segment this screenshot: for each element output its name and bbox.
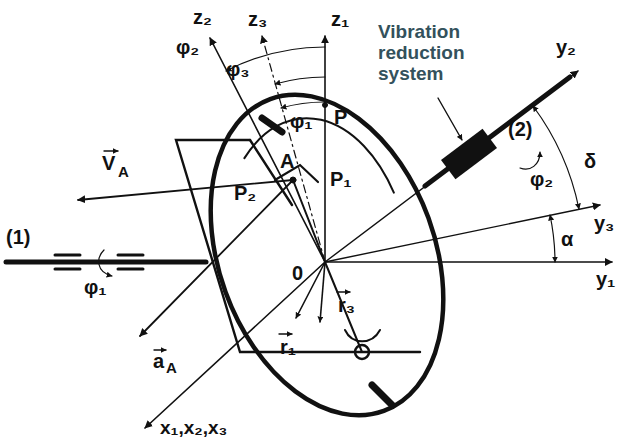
damper	[441, 129, 497, 179]
symbol-label: z₁	[331, 8, 349, 30]
symbol-label: φ₁	[290, 110, 313, 132]
symbol-label: 0	[292, 262, 303, 284]
fork-end	[345, 330, 380, 341]
symbol-label: P₁	[330, 168, 352, 190]
symbol-label: r₃	[338, 294, 355, 316]
ring-inner	[241, 110, 394, 208]
point	[323, 103, 328, 108]
symbol-label: z₂	[193, 6, 212, 28]
symbol-label: φ₂	[176, 36, 199, 58]
y3-axis	[325, 205, 600, 262]
trunnion	[372, 385, 392, 405]
trunnion	[262, 118, 282, 132]
symbol-label: y₃	[594, 212, 614, 234]
symbol-label: z₃	[248, 8, 267, 30]
cross-arm	[293, 180, 325, 262]
symbol-label: y₁	[596, 268, 615, 290]
rotation-arrow	[99, 250, 112, 276]
symbol-label: A	[280, 150, 294, 172]
bearing	[55, 254, 80, 257]
vector-bar	[104, 150, 118, 151]
symbol-label: φ₂	[530, 168, 553, 190]
symbol-label: P₂	[234, 182, 256, 204]
pin-joint	[355, 345, 369, 359]
leader-line	[438, 98, 462, 140]
symbol-label: V	[102, 152, 115, 174]
x-axis	[145, 262, 325, 428]
angle-arc	[550, 215, 555, 262]
vector-bar	[337, 291, 350, 292]
y1-axis	[325, 261, 612, 263]
z1-axis	[324, 36, 326, 262]
symbol-label: x₁,x₂,x₃	[160, 418, 227, 439]
cross-arm	[325, 262, 362, 352]
symbol-label: a	[153, 350, 164, 372]
radius-vector	[320, 262, 325, 322]
symbol-label: φ₃	[226, 58, 250, 80]
symbol-label: A	[118, 164, 129, 181]
angle-arc	[275, 77, 325, 84]
y2-axis	[325, 71, 578, 262]
z3-axis	[262, 36, 325, 262]
bearing	[118, 254, 143, 257]
angle-arc	[281, 102, 325, 108]
z2-axis	[210, 38, 325, 262]
symbol-label: y₂	[556, 36, 576, 58]
velocity-vector	[78, 180, 293, 200]
symbol-label: A	[166, 360, 177, 377]
acceleration-vector	[140, 180, 293, 336]
symbol-label: δ	[584, 150, 596, 172]
symbol-label: r₁	[280, 336, 296, 358]
callout-note: Vibration reduction system	[378, 22, 496, 85]
symbol-label: φ₁	[84, 276, 107, 298]
input-shaft	[6, 260, 206, 265]
cross-ring	[169, 62, 486, 445]
symbol-label: α	[561, 228, 573, 250]
vector-bar	[279, 333, 292, 334]
symbol-label: P	[334, 106, 347, 128]
rotation-arrow	[520, 152, 540, 169]
bearing	[55, 268, 80, 271]
symbol-label: (2)	[508, 118, 532, 140]
bearing	[118, 268, 143, 271]
symbol-label: (1)	[6, 226, 30, 248]
